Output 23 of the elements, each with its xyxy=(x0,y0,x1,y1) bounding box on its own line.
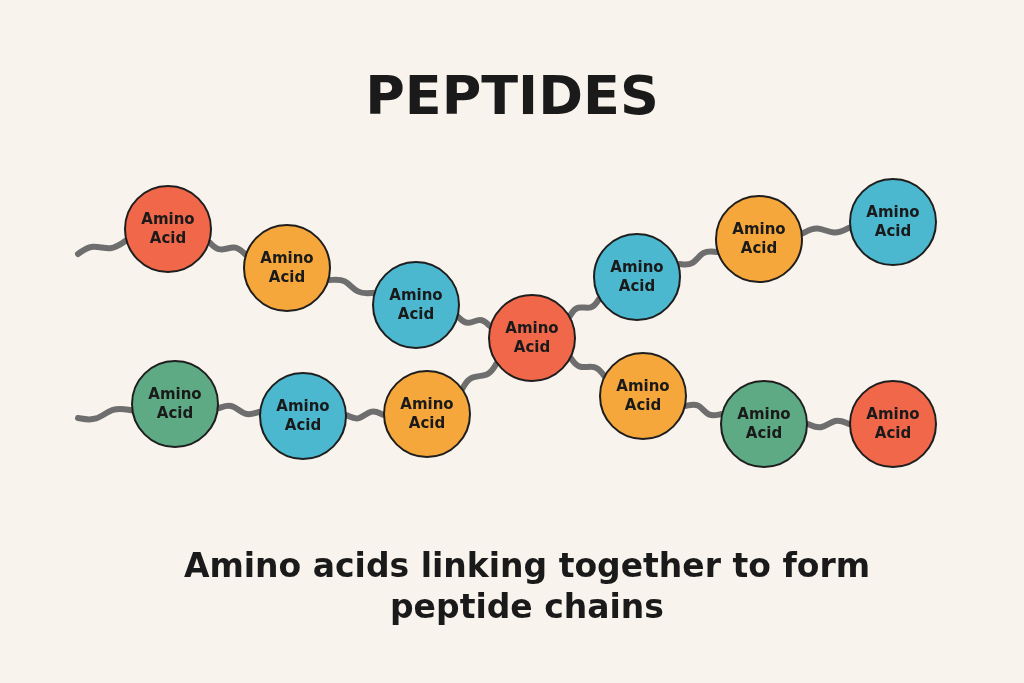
node-label: Amino Acid xyxy=(504,318,560,358)
connector-line xyxy=(568,355,607,379)
connector-line xyxy=(326,276,377,297)
node-label: Amino Acid xyxy=(147,384,203,424)
node-label: Amino Acid xyxy=(275,396,331,436)
node-label: Amino Acid xyxy=(865,202,921,242)
node-label: Amino Acid xyxy=(140,209,196,249)
node-label: Amino Acid xyxy=(399,394,455,434)
connector-line xyxy=(206,239,249,258)
node-label: Amino Acid xyxy=(865,404,921,444)
node-label: Amino Acid xyxy=(609,257,665,297)
node-label: Amino Acid xyxy=(615,376,671,416)
node-label: Amino Acid xyxy=(259,248,315,288)
node-label: Amino Acid xyxy=(388,285,444,325)
node-label: Amino Acid xyxy=(736,404,792,444)
connector-line xyxy=(75,237,129,257)
node-label: Amino Acid xyxy=(731,219,787,259)
connector-line xyxy=(455,314,493,329)
title: PEPTIDES xyxy=(364,64,660,127)
caption: Amino acids linking together to form peptide chains xyxy=(182,545,872,628)
connector-line xyxy=(567,296,602,319)
connector-line xyxy=(459,360,500,392)
connector-line xyxy=(676,248,720,268)
